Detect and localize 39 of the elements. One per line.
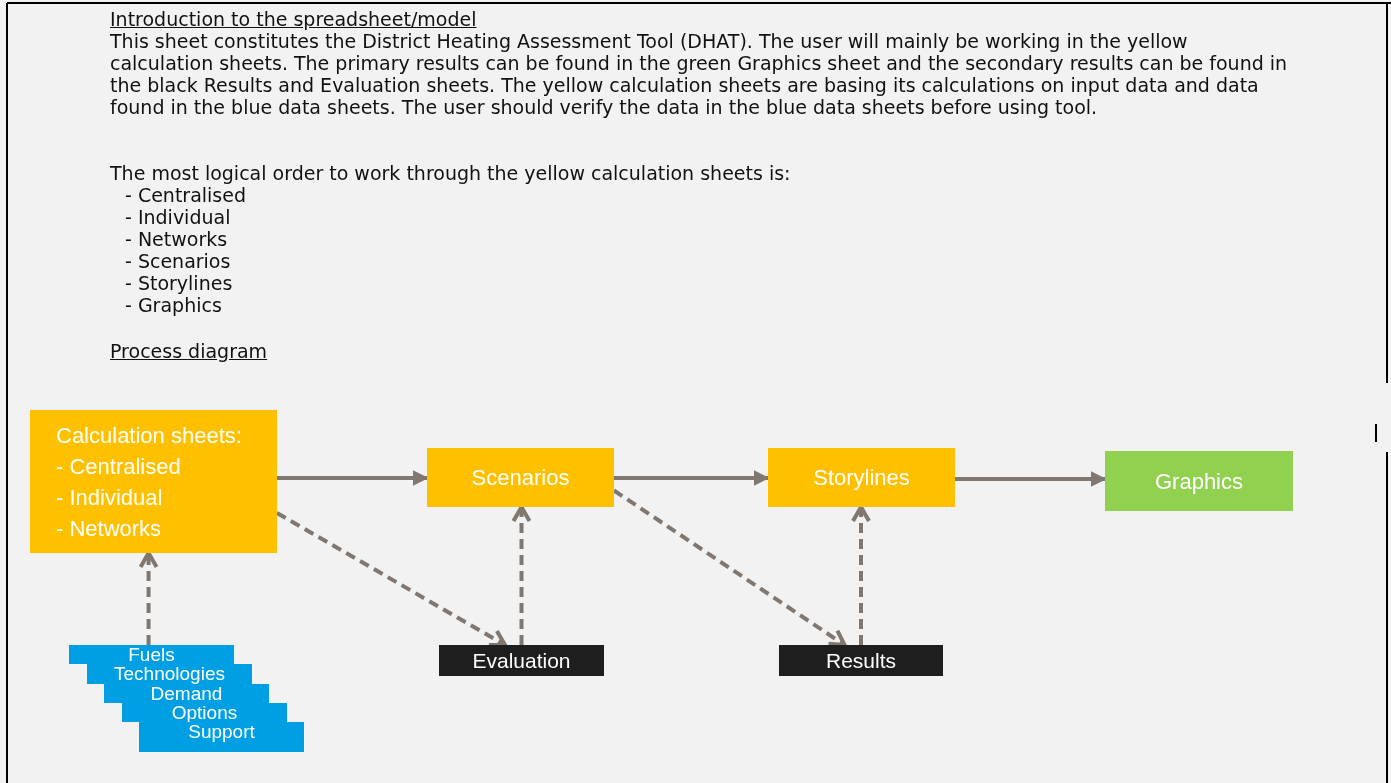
node-label: - Centralised <box>56 452 181 481</box>
node-label: Technologies <box>113 664 226 683</box>
dashed-arrow <box>276 511 507 647</box>
node-label: Results <box>826 648 896 674</box>
node-label: Storylines <box>813 464 910 492</box>
dashed-arrow <box>511 505 532 645</box>
list-item: - Storylines <box>125 272 233 294</box>
result-sheet-box <box>439 645 604 676</box>
list-item: - Centralised <box>125 184 246 206</box>
node-label: - Individual <box>56 483 163 512</box>
node-label: Calculation sheets: <box>56 421 242 450</box>
section-heading: Process diagram <box>110 340 268 362</box>
node-label: Graphics <box>1154 467 1243 496</box>
paragraph: This sheet constitutes the District Heating Assessment Tool (DHAT). The user will mainly be working in the yellow calculation sheets. The primary results can be found in the green Graphics sheet and the secondary results can be found in the black Results and Evaluation sheets. The yellow calculation sheets are basing its calculations on input data and data found in the blue data sheets. The user should verify the data in the blue data sheets before using tool. <box>110 30 1288 118</box>
result-sheet-box <box>779 645 943 676</box>
dashed-arrow <box>851 505 871 645</box>
node-label: Fuels <box>127 645 176 664</box>
calculation-sheet-box <box>30 410 277 553</box>
calculation-sheet-box <box>427 448 614 507</box>
list-item: - Individual <box>125 206 231 228</box>
node-label: Options <box>170 703 239 722</box>
arrow <box>277 470 429 486</box>
arrow <box>955 471 1107 487</box>
list-item: - Networks <box>125 228 228 250</box>
list-item: - Graphics <box>125 294 222 316</box>
intro-sentence: The most logical order to work through the yellow calculation sheets is: <box>110 162 791 184</box>
node-label: Scenarios <box>471 464 570 492</box>
data-sheet-box <box>69 645 234 664</box>
graphics-sheet-box <box>1105 451 1293 511</box>
data-sheet-box <box>139 722 304 752</box>
section-heading: Introduction to the spreadsheet/model <box>110 8 477 30</box>
calculation-sheet-box <box>768 448 955 507</box>
node-label: Support <box>188 722 256 741</box>
list-item: - Scenarios <box>125 250 231 272</box>
dashed-arrow <box>138 551 159 645</box>
arrow <box>614 470 770 486</box>
node-label: Evaluation <box>472 648 571 674</box>
node-label: Demand <box>150 684 223 703</box>
node-label: - Networks <box>56 514 162 543</box>
